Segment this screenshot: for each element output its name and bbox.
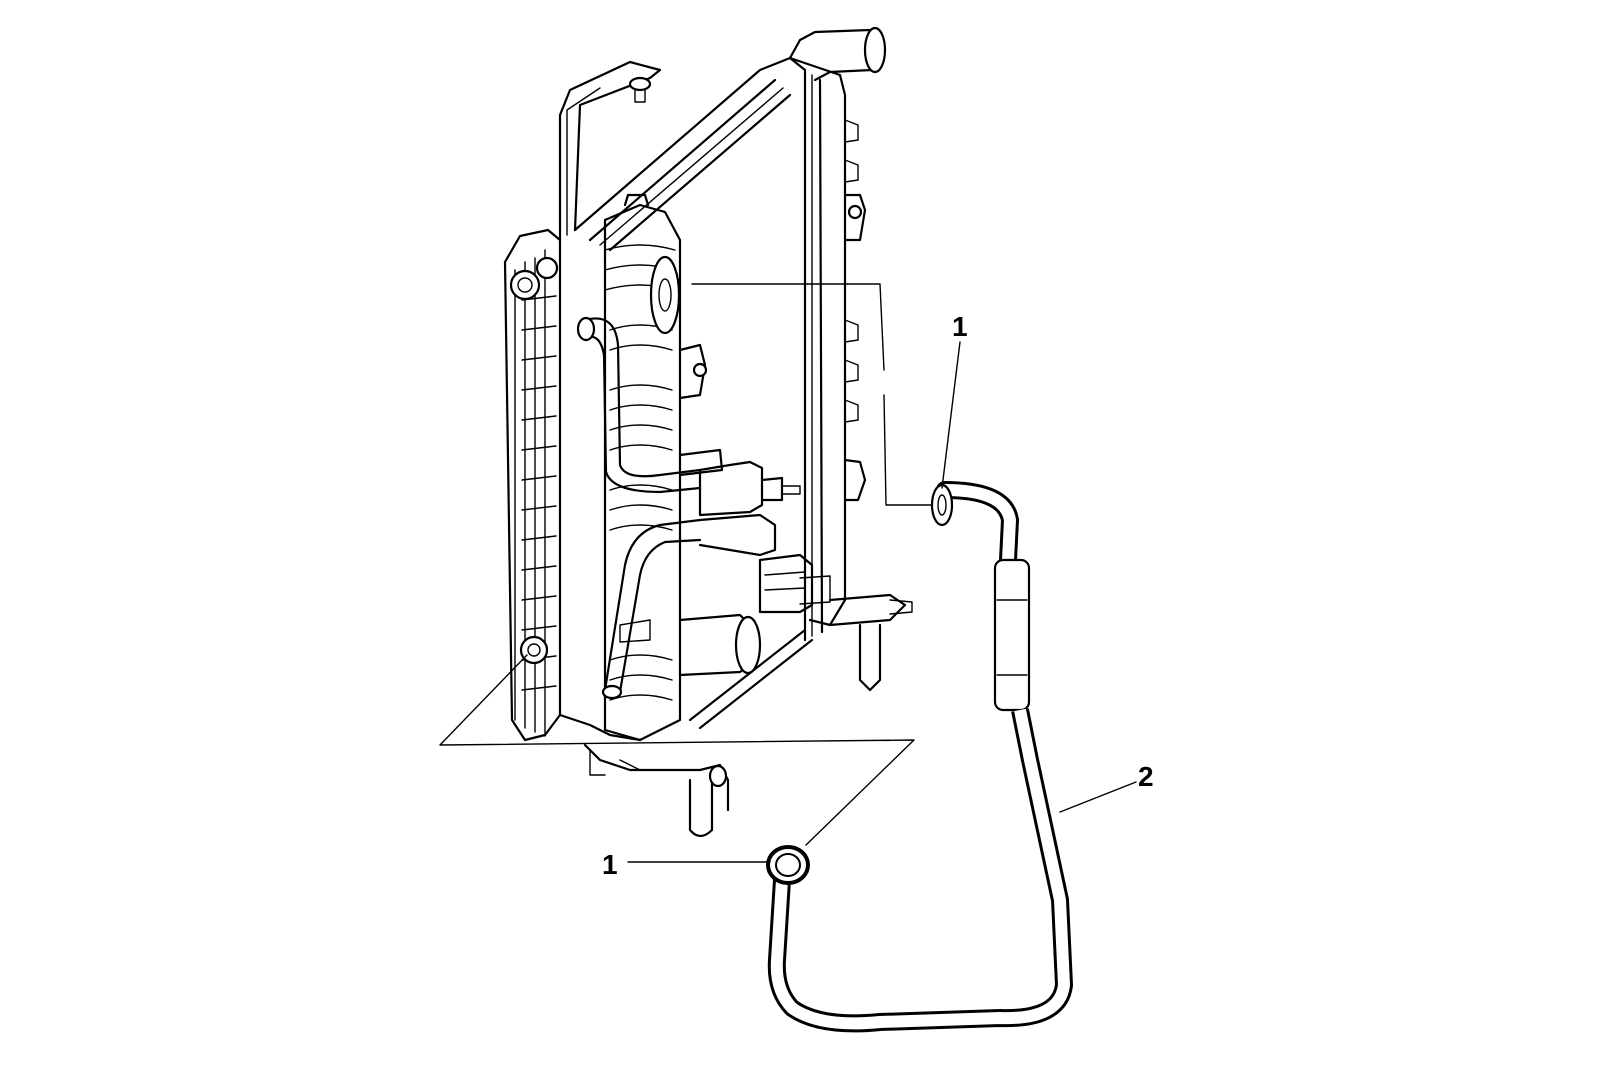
callout-label: 1	[952, 311, 968, 342]
leader-lines	[439, 283, 933, 846]
fitting-upper	[930, 483, 954, 527]
radiator-core-fins	[521, 295, 557, 691]
fitting-lower	[766, 845, 810, 885]
callout-label: 1	[602, 849, 618, 880]
coolant-hose	[767, 481, 1073, 1033]
left-lower-fitting	[519, 635, 549, 665]
radiator-assembly	[503, 26, 913, 838]
callout-2: 2	[1059, 761, 1154, 813]
callout-1-lower: 1	[602, 849, 771, 880]
callout-label: 2	[1138, 761, 1154, 792]
callout-1-upper: 1	[941, 311, 968, 489]
left-upper-fitting	[509, 256, 559, 301]
